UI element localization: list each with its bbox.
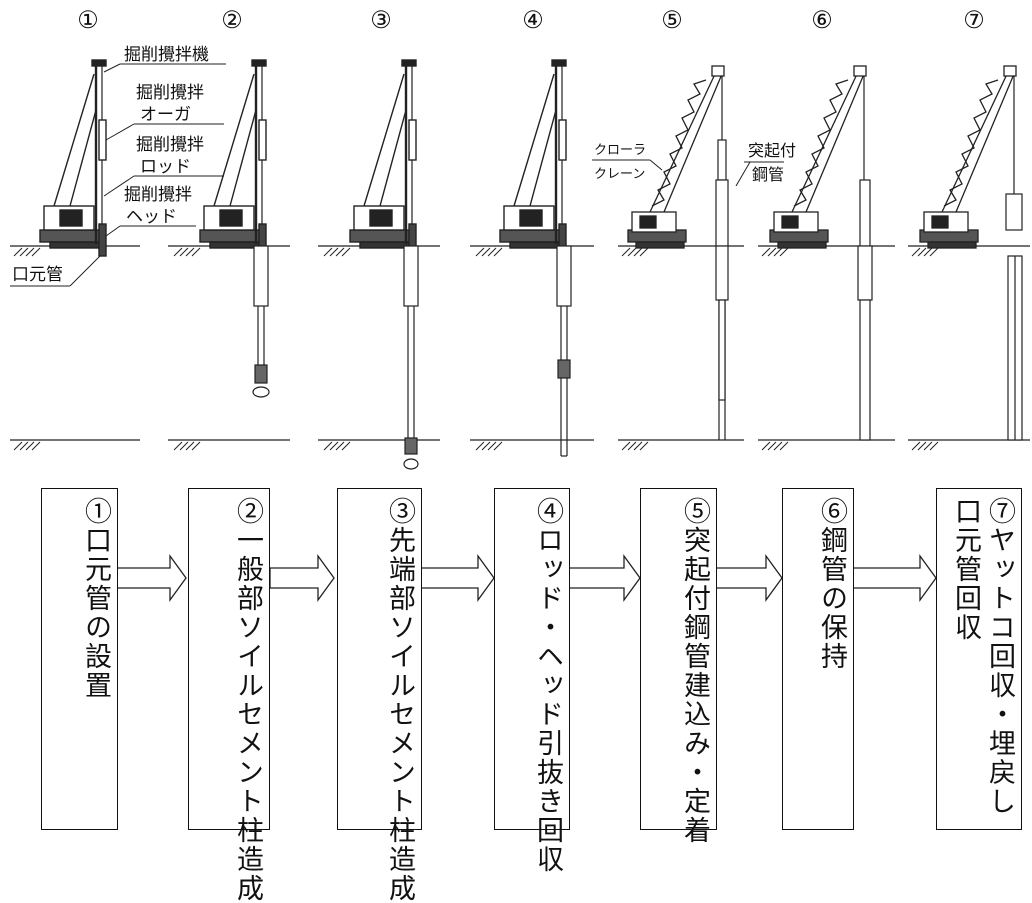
drilling-rig-icon [39, 59, 107, 257]
label-machine: 掘削攪拌機 [124, 45, 209, 65]
step-box-2: ②一般部ソイルセメント柱造成 [188, 488, 270, 903]
stage-number-6: ⑥ [811, 6, 833, 34]
flow-arrows [115, 554, 937, 602]
arrow-3-4 [419, 554, 495, 602]
recovered-casing-7 [1005, 76, 1023, 441]
label-leaders [10, 63, 226, 287]
steel-pipe-6 [857, 76, 873, 441]
step-box-3: ③先端部ソイルセメント柱造成 [337, 488, 422, 903]
label-head-1: 掘削攪拌 [124, 185, 192, 205]
label-rod-1: 掘削攪拌 [136, 135, 204, 155]
label-leaders-5 [592, 159, 784, 187]
label-head-2: ヘッド [126, 207, 177, 227]
label-casing: 口元管 [12, 265, 63, 285]
stage-number-2: ② [221, 6, 243, 34]
step-box-4: ④ロッド・ヘッド引抜き回収 [494, 488, 570, 874]
label-crawler-1: クローラ [594, 143, 646, 158]
label-auger-1: 掘削攪拌 [136, 83, 204, 103]
step-box-1: ①口元管の設置 [41, 488, 118, 830]
stage-number-7: ⑦ [963, 6, 985, 34]
arrow-1-2 [115, 554, 187, 602]
label-pipe-2: 鋼管 [752, 165, 784, 184]
step-text-1: ①口元管の設置 [80, 497, 111, 700]
drilling-rig-icon [198, 58, 268, 258]
label-crawler-2: クレーン [594, 167, 645, 182]
step-text-7a: ⑦ヤットコ回収・埋戻し [984, 497, 1015, 816]
arrow-5-6 [713, 554, 783, 602]
stage-number-5: ⑤ [661, 6, 683, 34]
steel-pipe-5 [715, 76, 729, 440]
stage-number-4: ④ [522, 6, 544, 34]
step-text-4: ④ロッド・ヘッド引抜き回収 [532, 497, 563, 874]
step-text-6: ⑥鋼管の保持 [816, 497, 847, 671]
arrow-4-5 [567, 554, 641, 602]
label-pipe-1: 突起付 [748, 141, 796, 160]
arrow-6-7 [851, 554, 937, 602]
step-text-2: ②一般部ソイルセメント柱造成 [232, 497, 263, 903]
drilling-rig-icon [348, 58, 418, 258]
drilling-rig-icon [498, 58, 568, 258]
step-text-5: ⑤突起付鋼管建込み・定着 [679, 497, 710, 845]
ground-hatch [13, 247, 939, 451]
construction-process-diagram: ① ② ③ ④ ⑤ ⑥ ⑦ [10, 6, 1030, 602]
stage-number-3: ③ [370, 6, 392, 34]
label-auger-2: オーガ [140, 105, 191, 125]
label-rod-2: ロッド [140, 157, 191, 177]
stage-number-1: ① [77, 6, 99, 34]
ground-lines [10, 245, 1030, 441]
step-box-5: ⑤突起付鋼管建込み・定着 [640, 488, 717, 845]
step-box-6: ⑥鋼管の保持 [782, 488, 854, 830]
crawler-crane-icon [919, 65, 1017, 249]
step-text-3: ③先端部ソイルセメント柱造成 [384, 497, 415, 903]
step-box-7: ⑦ヤットコ回収・埋戻し 口元管回収 [936, 488, 1022, 830]
soil-column-2 [252, 245, 270, 398]
crawler-crane-icon [627, 65, 725, 249]
arrow-2-3 [269, 554, 335, 602]
step-text-7b: 口元管回収 [950, 497, 981, 642]
soil-column-3 [403, 245, 419, 470]
soil-column-4 [556, 245, 572, 457]
